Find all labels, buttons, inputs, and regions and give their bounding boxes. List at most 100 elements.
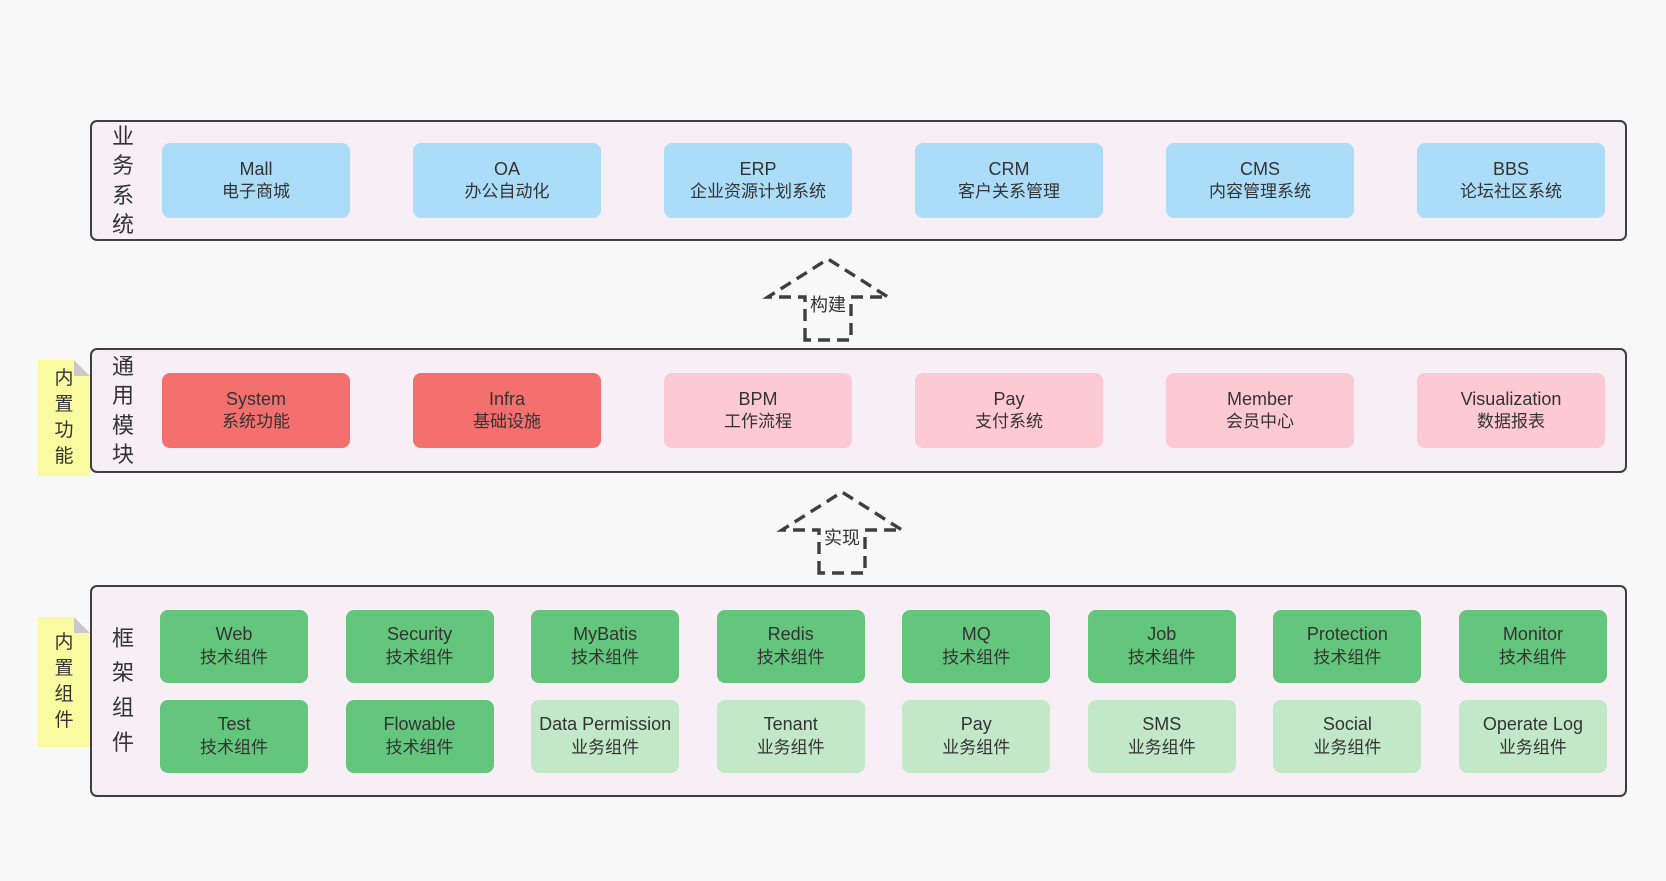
box-title: Social: [1322, 714, 1372, 735]
system-box-bbs: BBS 论坛社区系统: [1417, 143, 1605, 218]
system-box-crm: CRM 客户关系管理: [915, 143, 1103, 218]
box-subtitle: 企业资源计划系统: [690, 182, 826, 202]
box-subtitle: 支付系统: [975, 412, 1043, 432]
box-title: BBS: [1492, 158, 1530, 179]
box-subtitle: 技术组件: [1313, 647, 1382, 667]
component-box-flowable: Flowable 技术组件: [345, 699, 494, 773]
box-title: Redis: [767, 624, 814, 645]
framework-components-boxes: Web 技术组件 Security 技术组件 MyBatis 技术组件 Redi…: [140, 609, 1625, 773]
implement-arrow: 实现: [772, 486, 912, 576]
box-title: Data Permission: [539, 714, 672, 735]
box-subtitle: 内容管理系统: [1209, 182, 1311, 202]
module-box-system: System 系统功能: [162, 373, 350, 448]
component-box-mybatis: MyBatis 技术组件: [531, 609, 680, 683]
box-subtitle: 技术组件: [385, 647, 454, 667]
business-systems-label: 业务系统: [111, 124, 134, 237]
component-box-mq: MQ 技术组件: [902, 609, 1051, 683]
common-modules-boxes: System 系统功能 Infra 基础设施 BPM 工作流程 Pay 支付系统…: [140, 373, 1625, 448]
framework-components-label: 框架组件: [111, 625, 134, 755]
build-arrow: 构建: [758, 253, 898, 343]
box-subtitle: 技术组件: [200, 647, 268, 667]
box-subtitle: 技术组件: [200, 737, 268, 757]
box-subtitle: 办公自动化: [464, 182, 550, 202]
common-modules-container: 通用模块 System 系统功能 Infra 基础设施 BPM 工作流程 Pay…: [90, 348, 1627, 473]
sticky-note-built-in-components: 内置组件: [38, 617, 90, 747]
box-subtitle: 系统功能: [222, 412, 290, 432]
box-title: ERP: [739, 158, 777, 179]
box-subtitle: 技术组件: [1127, 647, 1196, 667]
implement-arrow-label: 实现: [821, 523, 863, 552]
box-subtitle: 电子商城: [222, 182, 290, 202]
business-systems-boxes: Mall 电子商城 OA 办公自动化 ERP 企业资源计划系统 CRM 客户关系…: [140, 143, 1625, 218]
folded-corner-icon: [74, 360, 90, 376]
box-title: Operate Log: [1482, 714, 1583, 735]
module-box-infra: Infra 基础设施: [413, 373, 601, 448]
box-title: Test: [217, 714, 251, 735]
box-subtitle: 会员中心: [1226, 412, 1294, 432]
component-box-monitor: Monitor 技术组件: [1458, 609, 1607, 683]
box-title: OA: [493, 158, 520, 179]
build-arrow-label: 构建: [807, 290, 849, 319]
system-box-cms: CMS 内容管理系统: [1166, 143, 1354, 218]
box-subtitle: 基础设施: [473, 412, 541, 432]
box-subtitle: 技术组件: [571, 647, 640, 667]
box-title: CRM: [988, 158, 1030, 179]
box-subtitle: 客户关系管理: [958, 182, 1060, 202]
system-box-oa: OA 办公自动化: [413, 143, 601, 218]
component-box-job: Job 技术组件: [1087, 609, 1236, 683]
sticky-note-built-in-features: 内置功能: [38, 360, 90, 476]
module-box-pay: Pay 支付系统: [915, 373, 1103, 448]
box-title: Protection: [1306, 624, 1388, 645]
system-box-mall: Mall 电子商城: [162, 143, 350, 218]
sticky-note-label: 内置功能: [54, 367, 74, 468]
box-title: Security: [387, 624, 453, 645]
box-subtitle: 业务组件: [1498, 737, 1567, 757]
box-title: Infra: [488, 388, 526, 409]
common-modules-label: 通用模块: [111, 354, 134, 467]
box-title: System: [225, 388, 286, 409]
box-title: Visualization: [1460, 388, 1562, 409]
box-subtitle: 业务组件: [756, 737, 825, 757]
business-systems-container: 业务系统 Mall 电子商城 OA 办公自动化 ERP 企业资源计划系统 CRM…: [90, 120, 1627, 241]
tech-components-row: Web 技术组件 Security 技术组件 MyBatis 技术组件 Redi…: [160, 609, 1607, 683]
box-title: Job: [1147, 624, 1177, 645]
box-title: MQ: [961, 624, 991, 645]
box-title: Flowable: [383, 714, 456, 735]
module-box-member: Member 会员中心: [1166, 373, 1354, 448]
biz-components-row: Test 技术组件 Flowable 技术组件 Data Permission …: [160, 699, 1607, 773]
box-subtitle: 技术组件: [942, 647, 1011, 667]
dashed-up-arrow-icon: [776, 489, 908, 575]
component-box-social: Social 业务组件: [1273, 699, 1422, 773]
box-title: SMS: [1142, 714, 1182, 735]
box-title: Pay: [960, 714, 992, 735]
dashed-up-arrow-icon: [762, 256, 894, 342]
box-subtitle: 数据报表: [1477, 412, 1545, 432]
component-box-protection: Protection 技术组件: [1273, 609, 1422, 683]
box-title: CMS: [1240, 158, 1280, 179]
component-box-data-permission: Data Permission 业务组件: [531, 699, 680, 773]
box-subtitle: 业务组件: [571, 737, 640, 757]
box-title: Tenant: [763, 714, 818, 735]
box-title: BPM: [738, 388, 778, 409]
framework-components-container: 框架组件 Web 技术组件 Security 技术组件 MyBatis 技术组件…: [90, 585, 1627, 797]
component-box-web: Web 技术组件: [160, 609, 308, 683]
component-box-security: Security 技术组件: [345, 609, 494, 683]
component-box-test: Test 技术组件: [160, 699, 308, 773]
module-box-visualization: Visualization 数据报表: [1417, 373, 1605, 448]
component-box-pay: Pay 业务组件: [902, 699, 1051, 773]
system-box-erp: ERP 企业资源计划系统: [664, 143, 852, 218]
box-subtitle: 业务组件: [1127, 737, 1196, 757]
box-subtitle: 论坛社区系统: [1460, 182, 1562, 202]
component-box-operate-log: Operate Log 业务组件: [1458, 699, 1607, 773]
box-subtitle: 业务组件: [1313, 737, 1382, 757]
box-subtitle: 工作流程: [724, 412, 792, 432]
box-title: Mall: [239, 158, 273, 179]
box-subtitle: 业务组件: [942, 737, 1011, 757]
box-subtitle: 技术组件: [756, 647, 825, 667]
box-title: Monitor: [1502, 624, 1563, 645]
box-subtitle: 技术组件: [1498, 647, 1567, 667]
box-title: Pay: [993, 388, 1025, 409]
module-box-bpm: BPM 工作流程: [664, 373, 852, 448]
folded-corner-icon: [74, 617, 90, 633]
component-box-redis: Redis 技术组件: [716, 609, 865, 683]
